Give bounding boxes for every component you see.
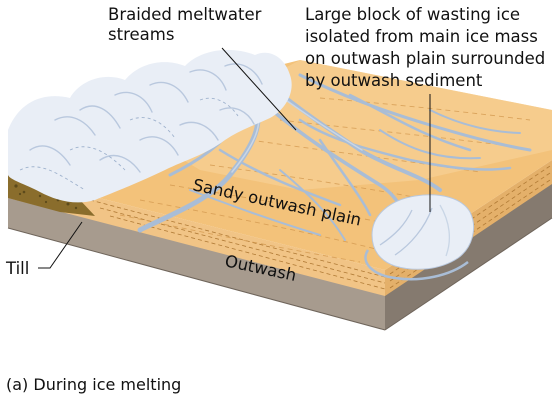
- wasting-ice-block: [364, 194, 474, 281]
- label-block-line3: on outwash plain surrounded: [305, 49, 545, 68]
- leader-lines: [38, 47, 431, 269]
- figure-caption: (a) During ice melting: [6, 375, 181, 394]
- main-ice-mass: [8, 49, 292, 203]
- label-braided-line2: streams: [108, 25, 174, 44]
- bedrock-layer: [7, 182, 553, 331]
- label-block-line2: isolated from main ice mass: [305, 27, 538, 46]
- label-block-line1: Large block of wasting ice: [305, 5, 520, 24]
- label-till: Till: [5, 259, 29, 278]
- label-block-line4: by outwash sediment: [305, 71, 483, 90]
- label-braided-line1: Braided meltwater: [108, 5, 262, 24]
